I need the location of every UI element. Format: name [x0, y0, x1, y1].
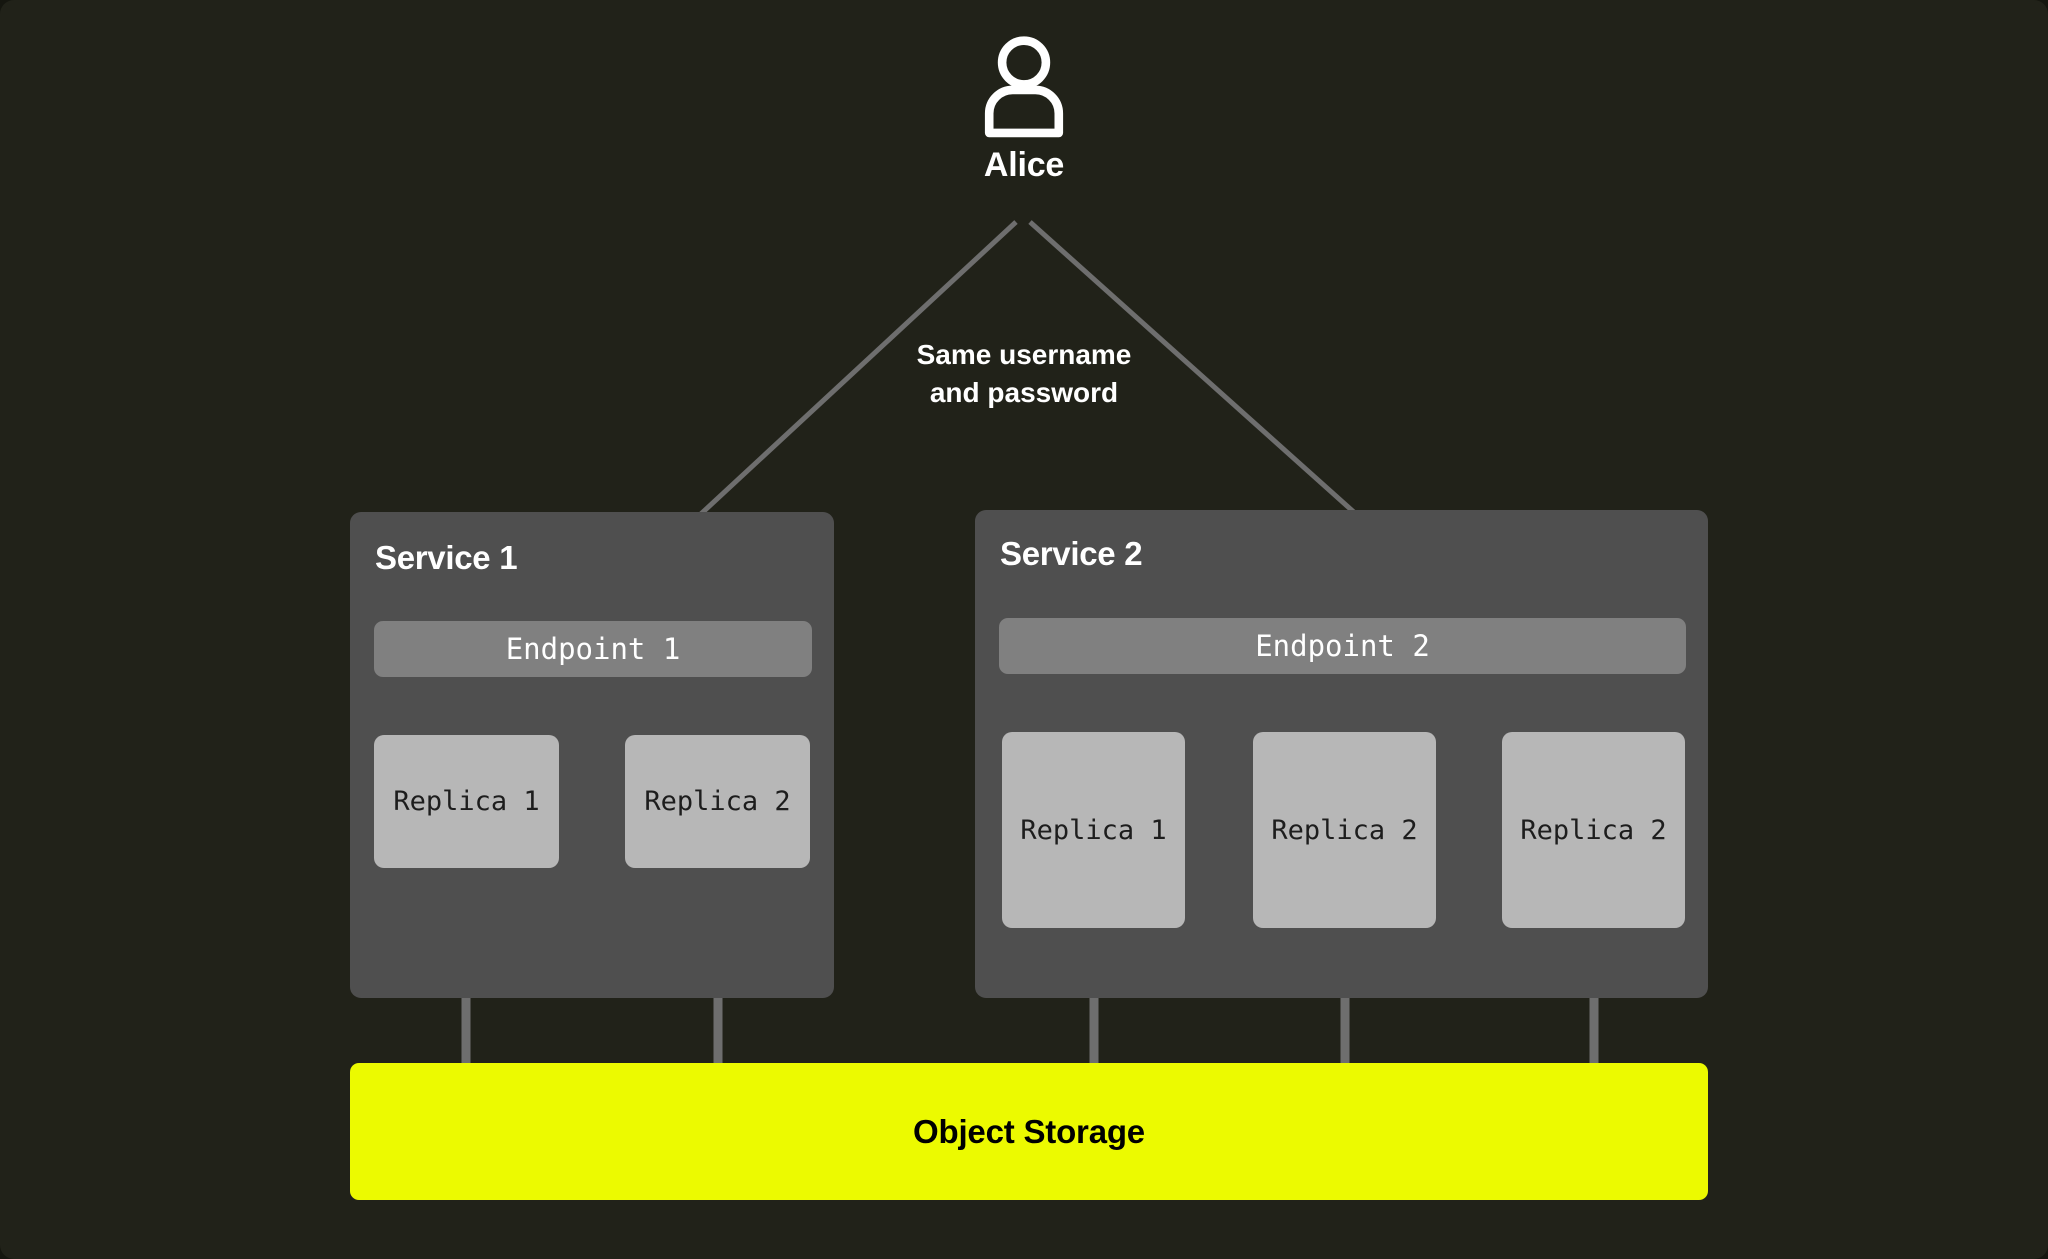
- service-1-replica-2[interactable]: Replica 2: [625, 735, 810, 868]
- service-1-title: Service 1: [375, 539, 518, 576]
- service-2-replica-3[interactable]: Replica 2: [1502, 732, 1685, 928]
- actor-alice: Alice: [0, 34, 2048, 185]
- service-2-replica-2[interactable]: Replica 2: [1253, 732, 1436, 928]
- service-2-title: Service 2: [1000, 535, 1143, 572]
- flow-note-line-1: Same username: [916, 339, 1132, 370]
- service-1-endpoint[interactable]: Endpoint 1: [374, 621, 812, 677]
- flow-note-line-2: and password: [929, 376, 1119, 408]
- person-icon: [984, 36, 1064, 138]
- service-panel-2[interactable]: Service 2 Endpoint 2 Replica 1 Replica 2…: [975, 510, 1708, 998]
- object-storage-bar[interactable]: Object Storage: [350, 1063, 1708, 1200]
- service-1-replica-1[interactable]: Replica 1: [374, 735, 559, 868]
- service-2-endpoint[interactable]: Endpoint 2: [999, 618, 1686, 674]
- actor-label: Alice: [983, 146, 1065, 184]
- flow-note: Same username and password: [0, 336, 2048, 412]
- service-panel-1[interactable]: Service 1 Endpoint 1 Replica 1 Replica 2: [350, 512, 834, 998]
- service-2-replica-1[interactable]: Replica 1: [1002, 732, 1185, 928]
